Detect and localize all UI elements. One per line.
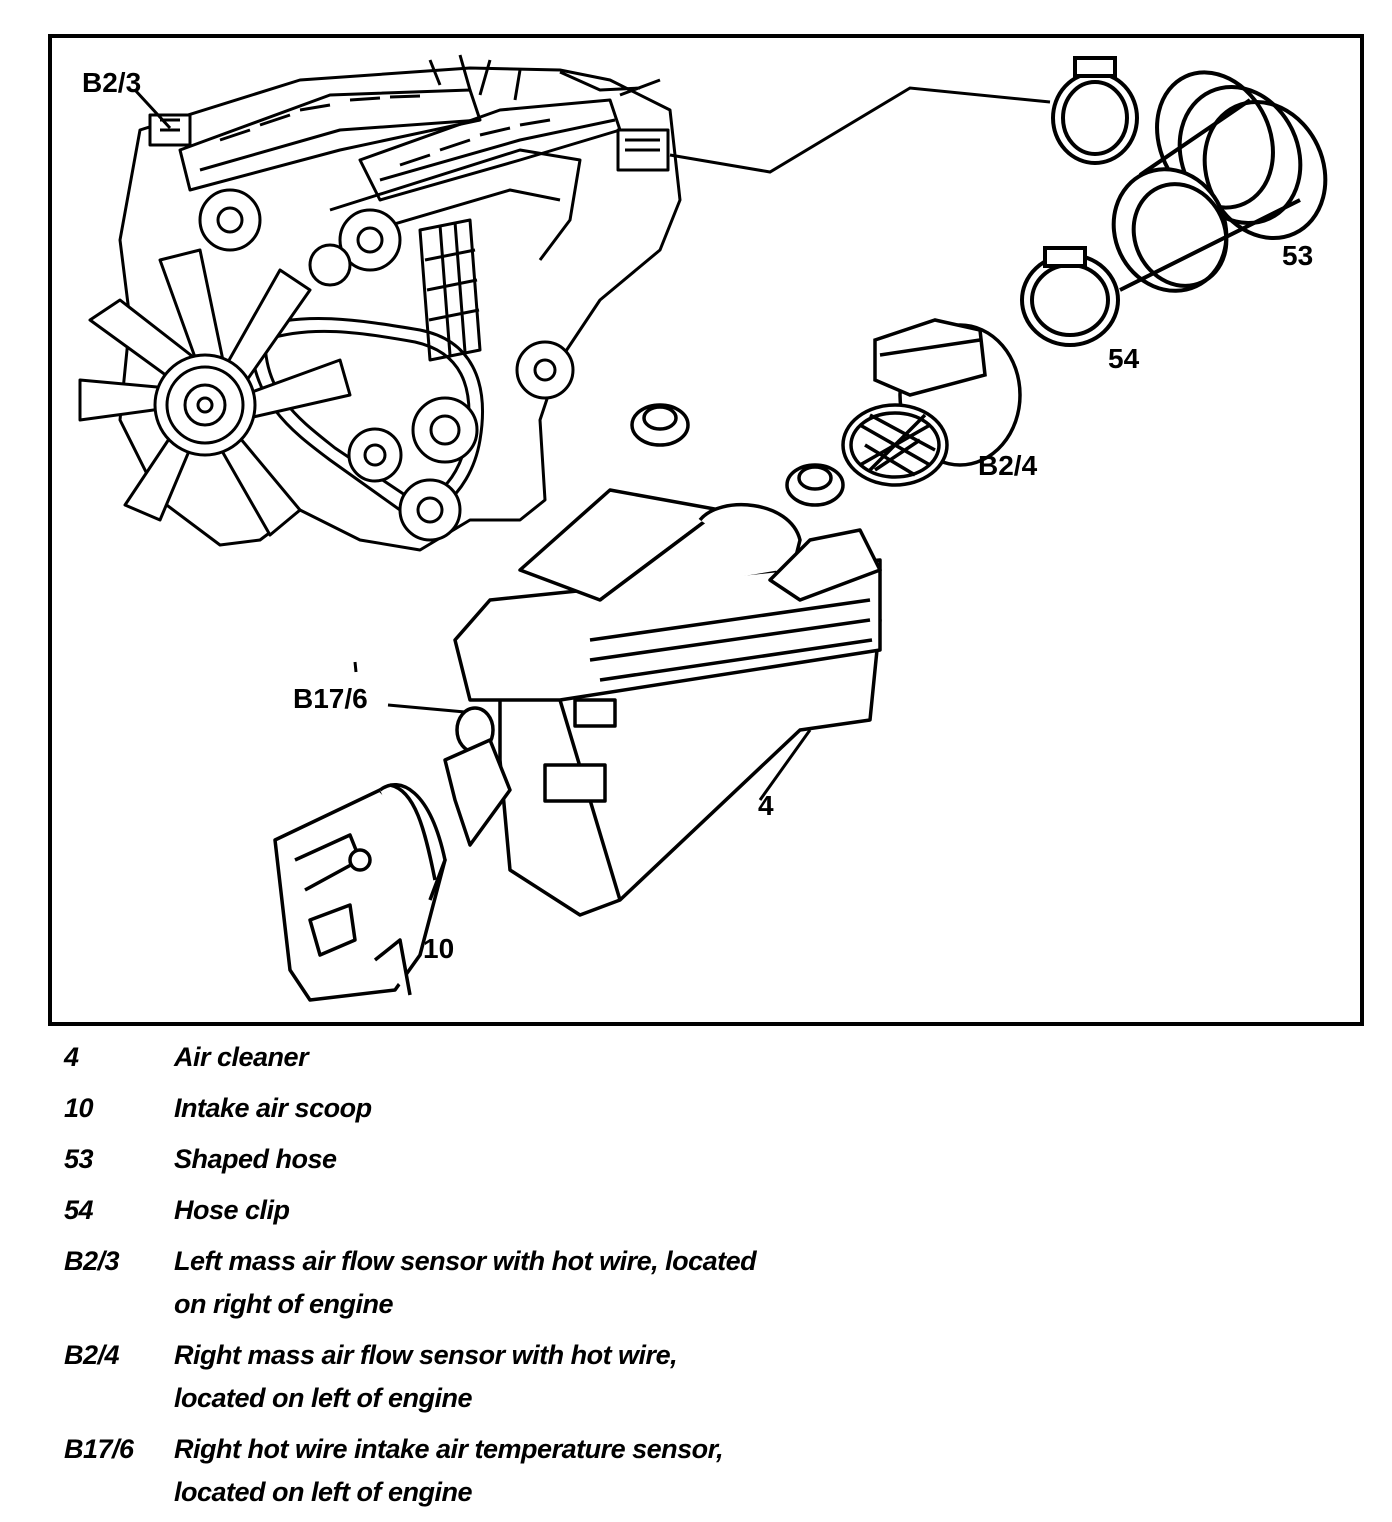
legend-description: Right mass air flow sensor with hot wire… (174, 1340, 678, 1413)
leader-lines (133, 88, 812, 801)
legend: 4 Air cleaner 10 Intake air scoop 53 Shaped h… (64, 1036, 764, 1522)
legend-code: 4 (64, 1042, 79, 1072)
legend-description: Right hot wire intake air temperature se… (174, 1434, 724, 1507)
callout-4: 4 (758, 790, 774, 821)
legend-row: B17/6 Right hot wire intake air temperatu… (64, 1428, 764, 1514)
legend-row: B2/3 Left mass air flow sensor with hot w… (64, 1240, 764, 1326)
callout-10: 10 (423, 933, 454, 964)
legend-code: B17/6 (64, 1434, 134, 1464)
legend-code: 54 (64, 1195, 94, 1225)
intake-air-scoop-illustration (273, 783, 447, 1002)
legend-code: 10 (64, 1093, 94, 1123)
legend-description: Hose clip (174, 1195, 290, 1225)
legend-description: Air cleaner (174, 1042, 309, 1072)
legend-row: 10 Intake air scoop (64, 1087, 764, 1130)
legend-code: 53 (64, 1144, 94, 1174)
callout-b17-6: B17/6 (293, 683, 368, 714)
upper-hose-clip-illustration (1051, 56, 1139, 165)
callout-53: 53 (1282, 240, 1313, 271)
legend-description: Intake air scoop (174, 1093, 372, 1123)
legend-code: B2/3 (64, 1246, 120, 1276)
legend-description: Shaped hose (174, 1144, 337, 1174)
air-cleaner-illustration (443, 488, 882, 917)
callout-b2-3: B2/3 (82, 67, 141, 98)
grommet-illustration (630, 403, 845, 507)
legend-row: 54 Hose clip (64, 1189, 764, 1232)
hose-clip-illustration (1020, 246, 1120, 347)
callout-54: 54 (1108, 343, 1140, 374)
callout-b2-4: B2/4 (978, 450, 1038, 481)
exploded-view-diagram: B2/3 53 54 B2/4 B17/6 4 10 (48, 34, 1364, 1026)
legend-row: 53 Shaped hose (64, 1138, 764, 1181)
legend-description: Left mass air flow sensor with hot wire,… (174, 1246, 757, 1319)
legend-code: B2/4 (64, 1340, 120, 1370)
shaped-hose-illustration (1111, 70, 1328, 293)
engine-illustration (78, 54, 682, 552)
legend-row: 4 Air cleaner (64, 1036, 764, 1079)
mass-air-flow-sensor-illustration (841, 318, 1022, 487)
legend-row: B2/4 Right mass air flow sensor with hot … (64, 1334, 764, 1420)
leader-line-hose (669, 86, 1051, 174)
